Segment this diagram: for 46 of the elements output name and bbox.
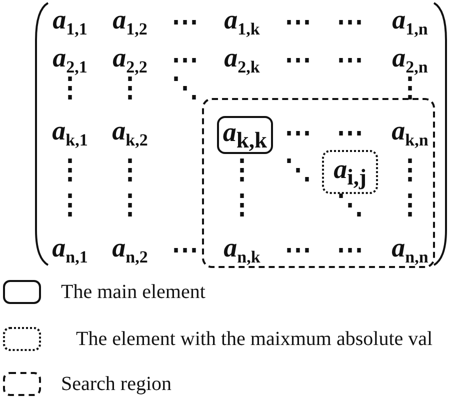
ellipsis-dots: ⋮ [116,74,144,102]
ellipsis-dots: ⋱ [172,74,198,102]
ellipsis-dots: ⋯ [284,46,312,74]
ellipsis-dots: ⋯ [172,236,198,264]
ellipsis-dots: ⋱ [336,192,364,218]
ellipsis-dots: ⋯ [172,46,198,74]
legend-label: Search region [61,374,172,394]
ellipsis-dots: ⋯ [284,236,312,264]
ellipsis-dots: ⋮ [228,156,256,184]
matrix-entry: a$_{k,n}$ [392,117,428,149]
matrix-entry: a$_{2,k}$ [224,44,260,76]
matrix-entry: a$_{n,1}$ [52,234,88,266]
search-region-box [202,98,435,268]
ellipsis-dots: ⋯ [336,120,364,146]
legend-label: The element with the maixmum absolute val [76,329,433,349]
ellipsis-dots: ⋯ [172,8,198,36]
ellipsis-dots: ⋯ [336,46,364,74]
matrix-entry: a$_{1,n}$ [392,6,428,38]
matrix-entry: a$_{n,2}$ [112,234,148,266]
max-element-box: a$_{i,j}$ [322,150,378,194]
ellipsis-dots: ⋮ [56,156,84,184]
ellipsis-dots: ⋮ [396,74,424,102]
matrix-entry: a$_{k,2}$ [112,117,148,149]
matrix-entry: a$_{2,2}$ [112,44,148,76]
ellipsis-dots: ⋯ [336,236,364,264]
matrix-entry: a$_{n,k}$ [224,234,260,266]
matrix-entry: a$_{1,1}$ [52,6,88,38]
matrix-entry: a$_{n,n}$ [392,234,428,266]
ellipsis-dots: ⋯ [284,8,312,36]
ellipsis-dots: ⋯ [336,8,364,36]
matrix-entry: a$_{1,k}$ [224,6,260,38]
ellipsis-dots: ⋱ [284,156,312,184]
ellipsis-dots: ⋮ [116,156,144,184]
matrix-entry: a$_{1,2}$ [112,6,148,38]
legend-label: The main element [61,282,206,302]
ellipsis-dots: ⋮ [228,192,256,218]
matrix-entry: a$_{k,1}$ [52,117,88,149]
ellipsis-dots: ⋮ [396,192,424,218]
main-element-box: a$_{k,k}$ [217,116,273,154]
ellipsis-dots: ⋮ [56,192,84,218]
matrix-entry: a$_{2,n}$ [392,44,428,76]
matrix-entry: a$_{2,1}$ [52,44,88,76]
ellipsis-dots: ⋮ [396,156,424,184]
ellipsis-dots: ⋯ [284,120,312,146]
ellipsis-dots: ⋮ [116,192,144,218]
ellipsis-dots: ⋮ [56,74,84,102]
